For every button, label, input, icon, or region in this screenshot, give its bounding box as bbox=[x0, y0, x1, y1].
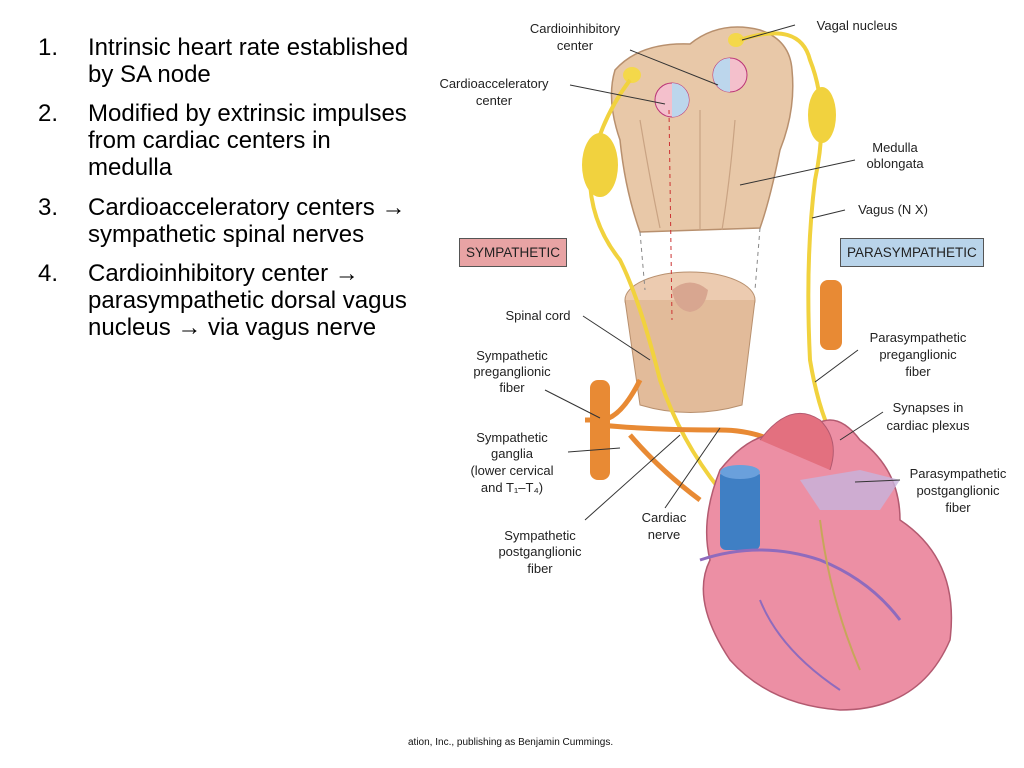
label-symp-post: Sympathetic bbox=[504, 528, 576, 543]
label-medulla-2: oblongata bbox=[866, 156, 924, 171]
point-number: 3. bbox=[38, 193, 59, 221]
label-cardioinhibitory-2: center bbox=[557, 38, 594, 53]
label-cardiac-nerve: Cardiac bbox=[642, 510, 687, 525]
point-2: 2. Modified by extrinsic impulses from ca… bbox=[28, 100, 418, 181]
label-symp-pre-2: preganglionic bbox=[473, 364, 551, 379]
label-medulla: Medulla bbox=[872, 140, 918, 155]
sympathetic-chain-right bbox=[820, 280, 842, 350]
point-4: 4. Cardioinhibitory center → parasympathe… bbox=[28, 260, 418, 341]
superior-vena-cava bbox=[720, 470, 760, 550]
label-symp-pre: Sympathetic bbox=[476, 348, 548, 363]
point-number: 2. bbox=[38, 100, 59, 128]
point-text: Intrinsic heart rate established by SA n… bbox=[88, 34, 409, 89]
label-symp-ganglia-2: ganglia bbox=[491, 446, 534, 461]
cardiac-innervation-figure: Cardioinhibitory center Vagal nucleus Ca… bbox=[439, 18, 1007, 711]
label-cardioinhibitory: Cardioinhibitory bbox=[530, 21, 621, 36]
connector-lines bbox=[639, 109, 761, 321]
image-credit: ation, Inc., publishing as Benjamin Cumm… bbox=[408, 737, 614, 748]
label-cardioacceleratory: Cardioacceleratory bbox=[439, 76, 549, 91]
label-cardiac-nerve-2: nerve bbox=[648, 527, 681, 542]
parasympathetic-label-box: PARASYMPATHETIC bbox=[840, 238, 984, 267]
point-text: Modified by extrinsic impulses from card… bbox=[88, 100, 407, 182]
label-vagus: Vagus (N X) bbox=[858, 202, 928, 217]
sympathetic-chain bbox=[590, 380, 610, 480]
label-vagal-nucleus: Vagal nucleus bbox=[817, 18, 898, 33]
label-symp-ganglia-4: and T₁–T₄) bbox=[481, 480, 543, 495]
label-para-post: Parasympathetic bbox=[910, 466, 1007, 481]
label-para-post-3: fiber bbox=[945, 500, 971, 515]
label-para-pre-3: fiber bbox=[905, 364, 931, 379]
label-symp-ganglia-3: (lower cervical bbox=[470, 463, 553, 478]
point-number: 4. bbox=[38, 259, 59, 287]
sympathetic-label-box: SYMPATHETIC bbox=[459, 238, 568, 267]
label-spinal-cord: Spinal cord bbox=[505, 308, 570, 323]
heart bbox=[699, 412, 953, 711]
label-symp-pre-3: fiber bbox=[499, 380, 525, 395]
vagus-ganglion-right bbox=[808, 87, 836, 143]
point-text: Cardioinhibitory center → parasympatheti… bbox=[88, 259, 407, 341]
label-para-pre: Parasympathetic bbox=[870, 330, 967, 345]
spinal-cord-segment bbox=[624, 271, 756, 413]
point-text: Cardioacceleratory centers → sympathetic… bbox=[88, 193, 406, 248]
label-para-pre-2: preganglionic bbox=[879, 347, 957, 362]
label-synapses-2: cardiac plexus bbox=[886, 418, 970, 433]
label-cardioacceleratory-2: center bbox=[476, 93, 513, 108]
label-symp-ganglia: Sympathetic bbox=[476, 430, 548, 445]
label-para-post-2: postganglionic bbox=[916, 483, 1000, 498]
label-synapses: Synapses in bbox=[893, 400, 964, 415]
point-3: 3. Cardioacceleratory centers → sympathet… bbox=[28, 194, 418, 248]
point-1: 1. Intrinsic heart rate established by SA… bbox=[28, 34, 418, 88]
key-points-list: 1. Intrinsic heart rate established by SA… bbox=[28, 34, 418, 353]
vagus-ganglion-left bbox=[582, 133, 618, 197]
leader-lines bbox=[544, 24, 901, 521]
label-symp-post-3: fiber bbox=[527, 561, 553, 576]
label-symp-post-2: postganglionic bbox=[498, 544, 582, 559]
point-number: 1. bbox=[38, 34, 59, 61]
medulla-oblongata bbox=[610, 26, 794, 233]
